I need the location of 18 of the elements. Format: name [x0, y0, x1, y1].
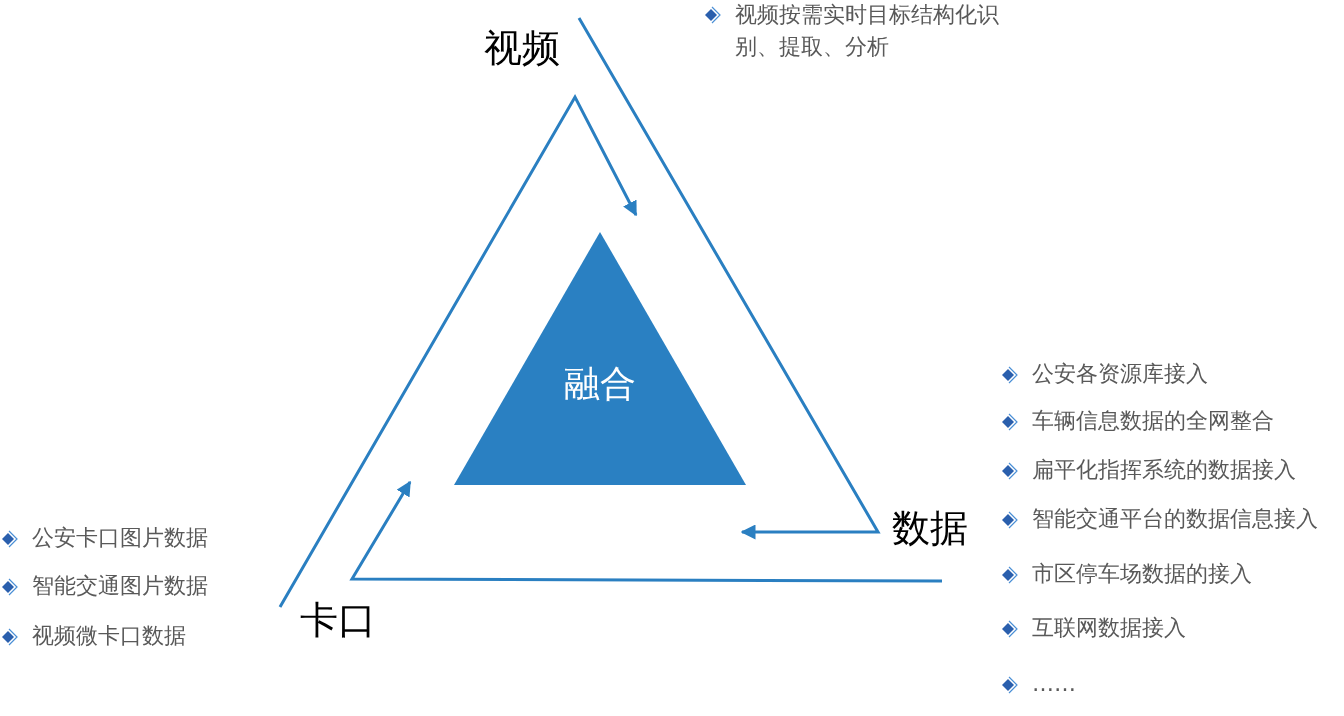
list-text: 车辆信息数据的全网整合: [1032, 407, 1274, 435]
arrow: [278, 93, 638, 608]
corner-label: 视频: [484, 26, 560, 70]
list-text: 互联网数据接入: [1032, 614, 1186, 642]
list-text: 公安卡口图片数据: [32, 524, 208, 552]
list-text: 智能交通平台的数据信息接入: [1032, 505, 1318, 533]
list-text: 视频微卡口数据: [32, 622, 186, 650]
list-text: ……: [1032, 670, 1076, 698]
list-text: 扁平化指挥系统的数据接入: [1032, 456, 1296, 484]
list-text: 公安各资源库接入: [1032, 360, 1208, 388]
list-text: 视频按需实时目标结构化识别、提取、分析: [735, 1, 1000, 61]
list-text: 智能交通图片数据: [32, 572, 208, 600]
triangle-shape: 融合: [454, 232, 746, 485]
arrow: [349, 480, 942, 583]
corner-label: 卡口: [300, 598, 376, 642]
arrow: [577, 17, 881, 540]
list-text: 市区停车场数据的接入: [1032, 560, 1252, 588]
corner-label: 数据: [892, 506, 968, 550]
